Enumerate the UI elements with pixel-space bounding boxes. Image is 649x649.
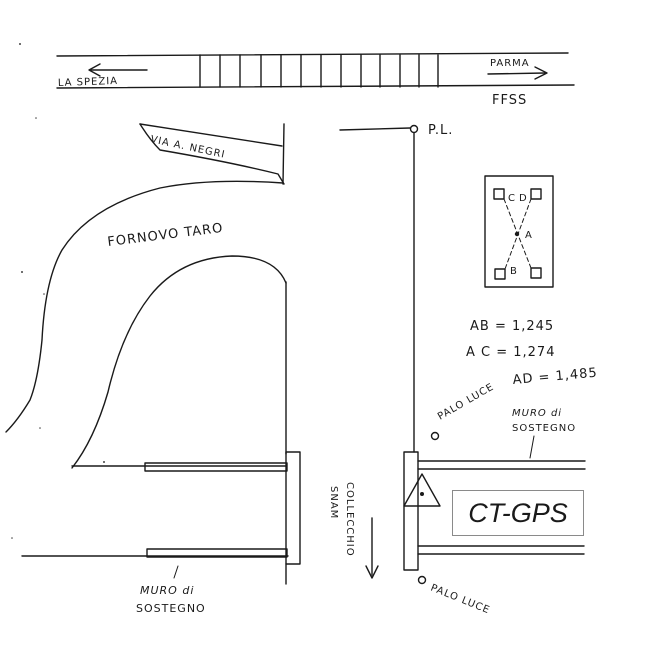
- gps-station-triangle-icon: [403, 473, 441, 507]
- muro-label-left-1: MURO di: [140, 584, 194, 597]
- level-crossing: [339, 124, 419, 453]
- point-a-label: A: [525, 230, 533, 241]
- measurement-ab: AB = 1,245: [470, 319, 554, 334]
- arrow-right-icon: [487, 66, 548, 80]
- rail-ties: [199, 54, 439, 88]
- measurement-ad: AD = 1,485: [512, 366, 598, 388]
- ct-gps-label-box: CT-GPS: [452, 490, 584, 536]
- railway: [56, 52, 575, 89]
- la-spezia-label: LA SPEZIA: [58, 76, 119, 89]
- parma-label: PARMA: [490, 58, 530, 69]
- snam-label: SNAM: [328, 486, 339, 519]
- retaining-wall-right: [403, 451, 586, 571]
- retaining-wall-left: [144, 451, 301, 585]
- palo-luce-label-top: PALO LUCE: [436, 381, 496, 422]
- point-detail-inset: [484, 175, 554, 288]
- collecchio-label: COLLECCHIO: [344, 482, 355, 557]
- point-b-label: B: [510, 266, 518, 277]
- point-a-marker: [514, 231, 520, 237]
- point-d-label: D: [519, 193, 528, 204]
- measurement-ac: A C = 1,274: [466, 345, 555, 360]
- arrow-down-icon: [365, 517, 379, 579]
- palo-luce-marker-top: [430, 431, 440, 441]
- ffss-label: FFSS: [492, 93, 527, 108]
- via-negri-road: [139, 123, 285, 185]
- muro-label-right-2: SOSTEGNO: [512, 423, 576, 434]
- palo-luce-marker-bottom: [417, 575, 427, 585]
- muro-label-left-2: SOSTEGNO: [136, 602, 206, 615]
- muro-leader-right: [529, 435, 535, 459]
- palo-luce-label-bottom: PALO LUCE: [429, 583, 492, 617]
- paper-specks: [11, 43, 105, 539]
- via-negri-label: VIA A. NEGRI: [149, 134, 226, 161]
- arrow-left-icon: [88, 63, 148, 77]
- point-c-label: C: [508, 193, 516, 204]
- road-outline: [5, 180, 287, 469]
- muro-leader-left: [173, 565, 179, 579]
- fornovo-taro-label: FORNOVO TARO: [107, 221, 225, 250]
- pl-label: P.L.: [428, 123, 453, 138]
- muro-label-right-1: MURO di: [512, 408, 562, 419]
